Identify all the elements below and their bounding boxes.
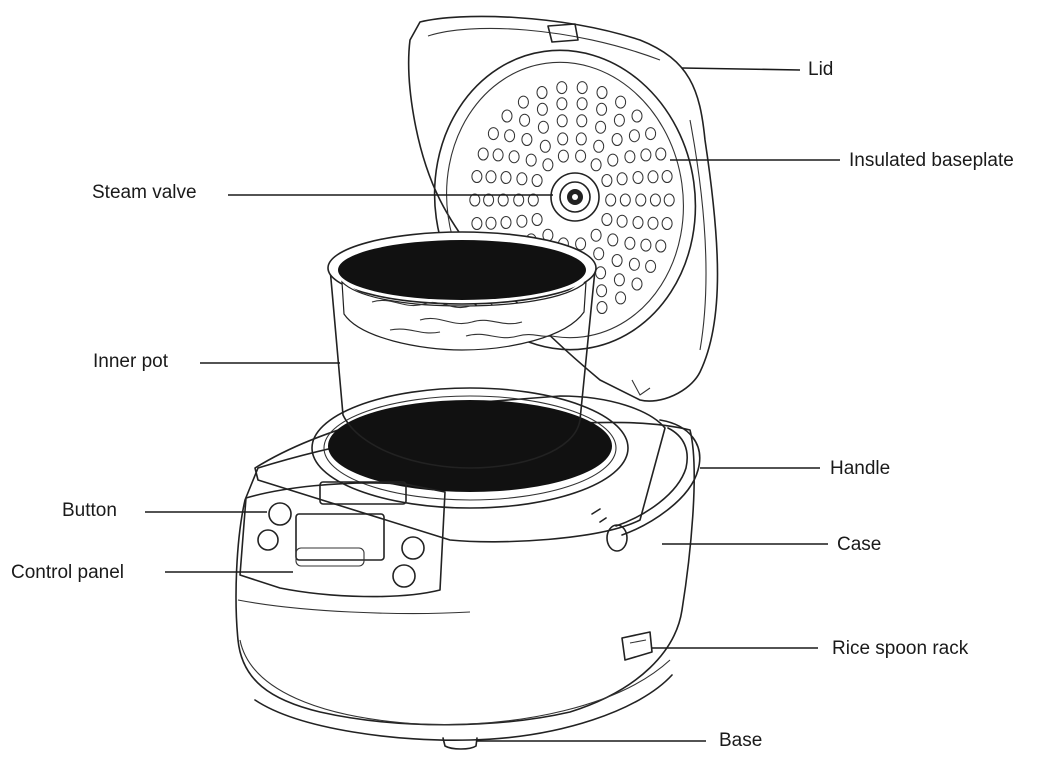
baseplate-hole bbox=[518, 96, 528, 108]
baseplate-hole bbox=[612, 255, 622, 267]
baseplate-hole bbox=[576, 238, 586, 250]
baseplate-hole bbox=[646, 260, 656, 272]
baseplate-hole bbox=[597, 87, 607, 99]
baseplate-hole bbox=[596, 121, 606, 133]
baseplate-hole bbox=[608, 154, 618, 166]
baseplate-hole bbox=[641, 149, 651, 161]
baseplate-hole bbox=[625, 237, 635, 249]
baseplate-hole bbox=[614, 274, 624, 286]
baseplate-hole bbox=[641, 239, 651, 251]
baseplate-hole bbox=[591, 229, 601, 241]
baseplate-hole bbox=[625, 151, 635, 163]
baseplate-hole bbox=[597, 285, 607, 297]
baseplate-hole bbox=[543, 159, 553, 171]
baseplate-hole bbox=[648, 171, 658, 183]
baseplate-hole bbox=[501, 172, 511, 184]
baseplate-hole bbox=[633, 217, 643, 229]
baseplate-hole bbox=[594, 140, 604, 152]
baseplate-hole bbox=[478, 148, 488, 160]
baseplate-hole bbox=[648, 217, 658, 229]
baseplate-hole bbox=[557, 98, 567, 110]
baseplate-hole bbox=[597, 103, 607, 115]
baseplate-hole bbox=[614, 114, 624, 126]
label-control-panel: Control panel bbox=[11, 563, 124, 582]
baseplate-hole bbox=[517, 215, 527, 227]
steam-valve bbox=[551, 173, 599, 221]
baseplate-hole bbox=[632, 110, 642, 122]
baseplate-hole bbox=[537, 87, 547, 99]
baseplate-hole bbox=[486, 171, 496, 183]
baseplate-hole bbox=[557, 82, 567, 94]
baseplate-hole bbox=[662, 218, 672, 230]
baseplate-hole bbox=[656, 240, 666, 252]
baseplate-hole bbox=[558, 150, 568, 162]
baseplate-hole bbox=[616, 96, 626, 108]
baseplate-hole bbox=[608, 234, 618, 246]
label-button: Button bbox=[62, 501, 117, 520]
baseplate-hole bbox=[646, 128, 656, 140]
baseplate-hole bbox=[576, 150, 586, 162]
baseplate-hole bbox=[532, 214, 542, 226]
baseplate-hole bbox=[577, 82, 587, 94]
baseplate-hole bbox=[472, 218, 482, 230]
baseplate-hole bbox=[664, 194, 674, 206]
control-panel bbox=[240, 482, 445, 597]
baseplate-hole bbox=[633, 172, 643, 184]
baseplate-hole bbox=[505, 130, 515, 142]
baseplate-hole bbox=[537, 103, 547, 115]
rice-spoon-rack bbox=[622, 632, 652, 660]
label-inner-pot: Inner pot bbox=[93, 352, 168, 371]
baseplate-hole bbox=[650, 194, 660, 206]
baseplate-hole bbox=[493, 149, 503, 161]
baseplate-hole bbox=[540, 140, 550, 152]
baseplate-hole bbox=[617, 215, 627, 227]
leader-lid bbox=[682, 68, 800, 70]
baseplate-hole bbox=[558, 133, 568, 145]
baseplate-hole bbox=[509, 151, 519, 163]
baseplate-hole bbox=[520, 114, 530, 126]
baseplate-hole bbox=[532, 175, 542, 187]
baseplate-hole bbox=[632, 278, 642, 290]
baseplate-hole bbox=[538, 121, 548, 133]
baseplate-hole bbox=[576, 133, 586, 145]
baseplate-hole bbox=[594, 248, 604, 260]
baseplate-hole bbox=[486, 217, 496, 229]
baseplate-hole bbox=[557, 115, 567, 127]
label-lid: Lid bbox=[808, 60, 833, 79]
baseplate-hole bbox=[620, 194, 630, 206]
label-base: Base bbox=[719, 731, 762, 750]
baseplate-hole bbox=[602, 214, 612, 226]
baseplate-hole bbox=[517, 173, 527, 185]
baseplate-hole bbox=[629, 130, 639, 142]
baseplate-hole bbox=[662, 171, 672, 183]
baseplate-hole bbox=[606, 194, 616, 206]
baseplate-hole bbox=[597, 302, 607, 314]
label-handle: Handle bbox=[830, 459, 890, 478]
baseplate-hole bbox=[616, 292, 626, 304]
label-rice-spoon-rack: Rice spoon rack bbox=[832, 639, 968, 658]
baseplate-hole bbox=[488, 128, 498, 140]
baseplate-hole bbox=[629, 258, 639, 270]
baseplate-hole bbox=[522, 134, 532, 146]
baseplate-hole bbox=[502, 110, 512, 122]
baseplate-hole bbox=[472, 171, 482, 183]
baseplate-hole bbox=[617, 173, 627, 185]
baseplate-hole bbox=[636, 194, 646, 206]
baseplate-hole bbox=[612, 134, 622, 146]
baseplate-hole bbox=[501, 217, 511, 229]
label-insulated-baseplate: Insulated baseplate bbox=[849, 151, 1014, 170]
baseplate-hole bbox=[602, 175, 612, 187]
baseplate-hole bbox=[577, 98, 587, 110]
baseplate-hole bbox=[577, 115, 587, 127]
baseplate-hole bbox=[526, 154, 536, 166]
baseplate-hole bbox=[591, 159, 601, 171]
baseplate-hole bbox=[596, 267, 606, 279]
label-steam-valve: Steam valve bbox=[92, 183, 197, 202]
button bbox=[258, 503, 424, 587]
baseplate-hole bbox=[656, 148, 666, 160]
label-case: Case bbox=[837, 535, 881, 554]
